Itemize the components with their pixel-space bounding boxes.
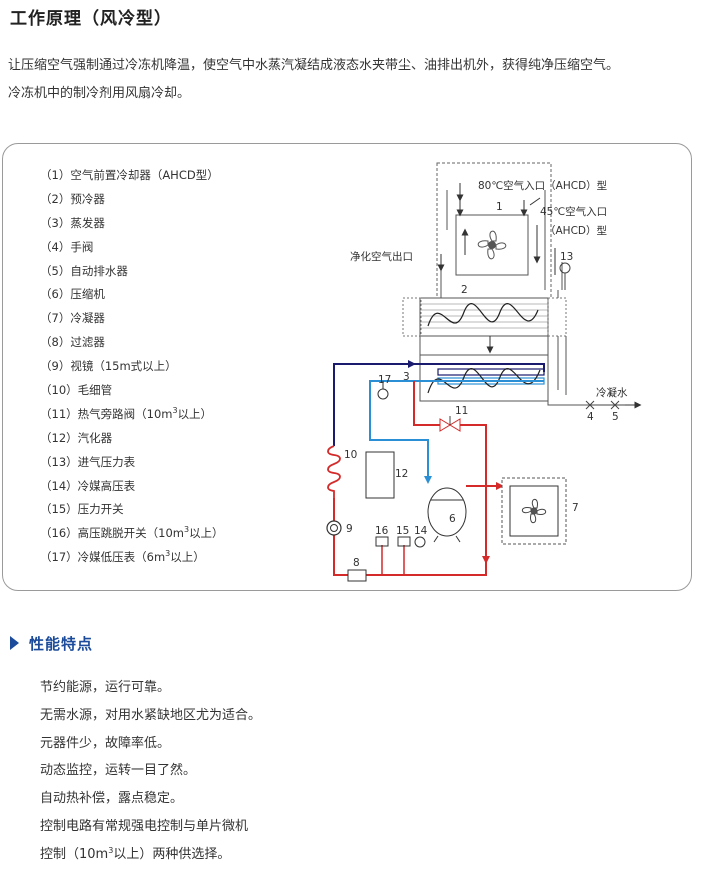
feature-item-text: 控制（10m (40, 846, 109, 862)
feature-item: 控制电路有常规强电控制与单片微机 (40, 818, 249, 834)
legend-item: （8）过滤器 (40, 335, 105, 350)
intro-text: 让压缩空气强制通过冷冻机降温，使空气中水蒸汽凝结成液态水夹带尘、油排出机外，获得… (8, 52, 720, 108)
feature-item: 动态监控，运转一目了然。 (40, 763, 197, 779)
water-label: 冷凝水 (596, 386, 628, 399)
hot-gas-bypass-valve-icon (439, 416, 461, 432)
legend-item: （12）汽化器 (40, 430, 113, 445)
legend-sup: 3 (165, 549, 171, 559)
label-1: 1 (496, 201, 503, 213)
suction-line (333, 363, 545, 446)
label-11: 11 (455, 405, 468, 417)
label-6: 6 (449, 513, 456, 525)
diagram-panel (2, 143, 692, 591)
high-pressure-line (333, 424, 487, 576)
switch-taps (381, 545, 405, 575)
feature-sup: 3 (108, 845, 114, 855)
label-2: 2 (461, 284, 468, 296)
condenser-fan-icon (521, 498, 547, 524)
legend-item: （17）冷媒低压表（6m3以上） (40, 546, 224, 570)
legend-item-tail: 以上） (189, 526, 224, 541)
legend-item: （2）预冷器 (40, 191, 105, 206)
label-4: 4 (587, 411, 594, 423)
feature-item: 元器件少，故障率低。 (40, 735, 171, 751)
legend-item: （1）空气前置冷却器（AHCD型） (40, 168, 219, 182)
low-pressure-line (369, 380, 544, 480)
component-legend: （1）空气前置冷却器（AHCD型） （2）预冷器 （3）蒸发器 （4）手阀 （5… (40, 164, 224, 570)
label-13: 13 (560, 251, 573, 263)
legend-item: （15）压力开关 (40, 502, 124, 517)
sight-glass-icon (326, 520, 342, 536)
legend-item-tail: 以上） (170, 550, 205, 565)
pre-cooler-unit (436, 162, 552, 299)
feature-item: 节约能源，运行可靠。 (40, 680, 171, 695)
label-8: 8 (353, 557, 360, 569)
legend-item: （13）进气压力表 (40, 454, 136, 469)
label-16: 16 (375, 525, 389, 537)
capillary-tube-icon (327, 445, 341, 498)
legend-sup: 3 (183, 525, 190, 535)
legend-item: （9）视镜（15m式以上） (40, 359, 177, 374)
triangle-bullet-icon (10, 636, 19, 650)
vaporizer-icon (365, 451, 395, 499)
label-5: 5 (612, 411, 619, 423)
drain-valves (585, 388, 642, 410)
legend-item-text: （11）热气旁路阀（10m (40, 406, 173, 421)
legend-item: （4）手阀 (40, 239, 94, 254)
legend-item: （16）高压跳脱开关（10m3以上） (40, 522, 224, 546)
legend-item: （5）自动排水器 (40, 263, 128, 278)
pre-cooler-fan-icon (477, 230, 507, 260)
label-10: 10 (344, 449, 357, 461)
legend-item-text: （17）冷媒低压表（6m (40, 550, 166, 565)
label-14: 14 (414, 525, 428, 537)
features-title: 性能特点 (29, 634, 94, 653)
legend-item-tail: 以上） (177, 406, 213, 421)
legend-item: （3）蒸发器 (40, 215, 105, 230)
outlet-label: 净化空气出口 (350, 250, 413, 263)
hot-gas-bypass-line (413, 381, 440, 426)
legend-item: （6）压缩机 (40, 287, 105, 302)
inlet-80-label: 80℃空气入口（AHCD）型 (478, 179, 607, 192)
label-3: 3 (403, 371, 410, 383)
feature-item-tail: 以上）两种供选择。 (113, 846, 231, 862)
legend-item-text: （16）高压跳脱开关（10m (40, 526, 184, 541)
page-title: 工作原理（风冷型） (10, 9, 172, 29)
legend-item: （10）毛细管 (40, 383, 113, 398)
inlet-45-label-1: 45℃空气入口 (540, 205, 607, 218)
label-12: 12 (395, 468, 408, 480)
label-15: 15 (396, 525, 409, 537)
inlet-pressure-gauge-icon (559, 262, 571, 290)
pre-cooler-exchanger (402, 254, 567, 337)
evaporator (419, 336, 590, 406)
feature-item: 控制（10m3以上）两种供选择。 (40, 841, 261, 869)
inlet-45-label-2: （AHCD）型 (545, 224, 607, 237)
legend-item: （14）冷媒高压表 (40, 478, 136, 493)
intro-line-1: 让压缩空气强制通过冷冻机降温，使空气中水蒸汽凝结成液态水夹带尘、油排出机外，获得… (8, 58, 620, 73)
compressor-icon (427, 487, 467, 543)
label-9: 9 (346, 523, 353, 535)
inlet-45-pointer (529, 197, 541, 206)
legend-sup: 3 (172, 405, 178, 415)
feature-item: 自动热补偿，露点稳定。 (40, 791, 184, 807)
legend-item: （7）冷凝器 (40, 311, 105, 326)
features-heading: 性能特点 (10, 632, 93, 654)
condenser-unit (501, 477, 567, 545)
feature-item: 无需水源，对用水紧缺地区尤为适合。 (40, 707, 262, 723)
label-7: 7 (572, 502, 579, 514)
refrigerant-gauges (375, 381, 426, 548)
intro-line-2: 冷冻机中的制冷剂用风扇冷却。 (8, 86, 191, 101)
features-list: 节约能源，运行可靠。 无需水源，对用水紧缺地区尤为适合。 元器件少，故障率低。 … (40, 674, 261, 869)
filter-icon (347, 569, 367, 582)
label-17: 17 (378, 374, 391, 386)
legend-item: （11）热气旁路阀（10m3以上） (40, 403, 224, 427)
